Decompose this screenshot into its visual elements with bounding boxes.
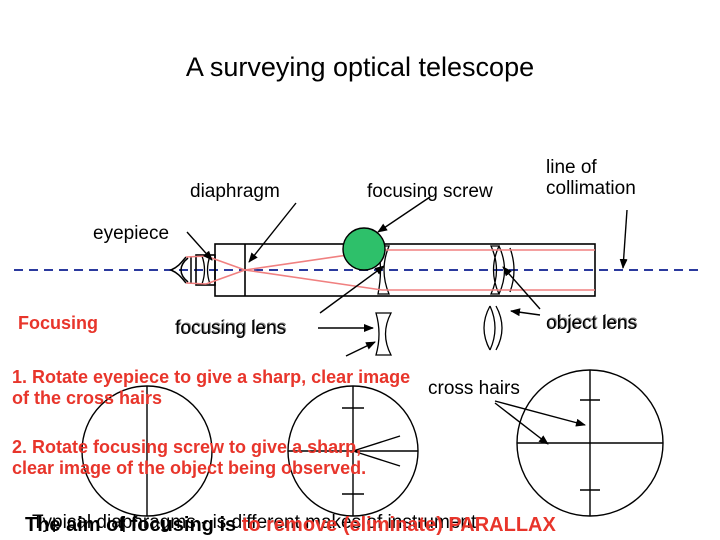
label-eyepiece: eyepiece xyxy=(93,223,170,244)
caption-aim-highlight: to remove (eliminate) PARALLAX xyxy=(241,514,556,536)
label-focusing-lens-shadow: focusing lens xyxy=(176,317,287,338)
focusing-lens-loose xyxy=(375,312,393,356)
page-title: A surveying optical telescope xyxy=(185,52,535,82)
label-line-of-collimation: line of collimation xyxy=(546,157,636,200)
focusing-heading: Focusing xyxy=(18,313,98,333)
label-object-lens: object lens xyxy=(546,313,637,334)
diaphragm-circle-3 xyxy=(516,369,664,517)
caption-aim-of-focusing: The aim of focusing is to remove (elimin… xyxy=(25,514,556,536)
pointer-arrows xyxy=(186,196,628,445)
label-diaphragm: diaphragm xyxy=(190,181,280,202)
diaphragm-circle-2 xyxy=(287,385,419,517)
focusing-screw-knob xyxy=(342,227,386,271)
caption-aim-prefix: The aim of focusing is xyxy=(25,514,242,536)
eyepiece-symbol xyxy=(169,256,192,284)
label-focusing-lens: focusing lens xyxy=(175,318,286,339)
step-1: 1. Rotate eyepiece to give a sharp, clea… xyxy=(12,367,411,408)
label-cross-hairs: cross hairs xyxy=(428,378,520,399)
object-lens-loose xyxy=(483,305,503,351)
diaphragm-circle-1 xyxy=(81,385,213,517)
label-focusing-screw: focusing screw xyxy=(367,181,493,202)
label-object-lens-shadow: object lens xyxy=(547,312,638,333)
step-2: 2. Rotate focusing screw to give a sharp… xyxy=(12,437,367,478)
caption-typical-diaphragms: Typical diaphragms - is different makes … xyxy=(32,512,477,533)
eyepiece-lens xyxy=(201,255,211,285)
